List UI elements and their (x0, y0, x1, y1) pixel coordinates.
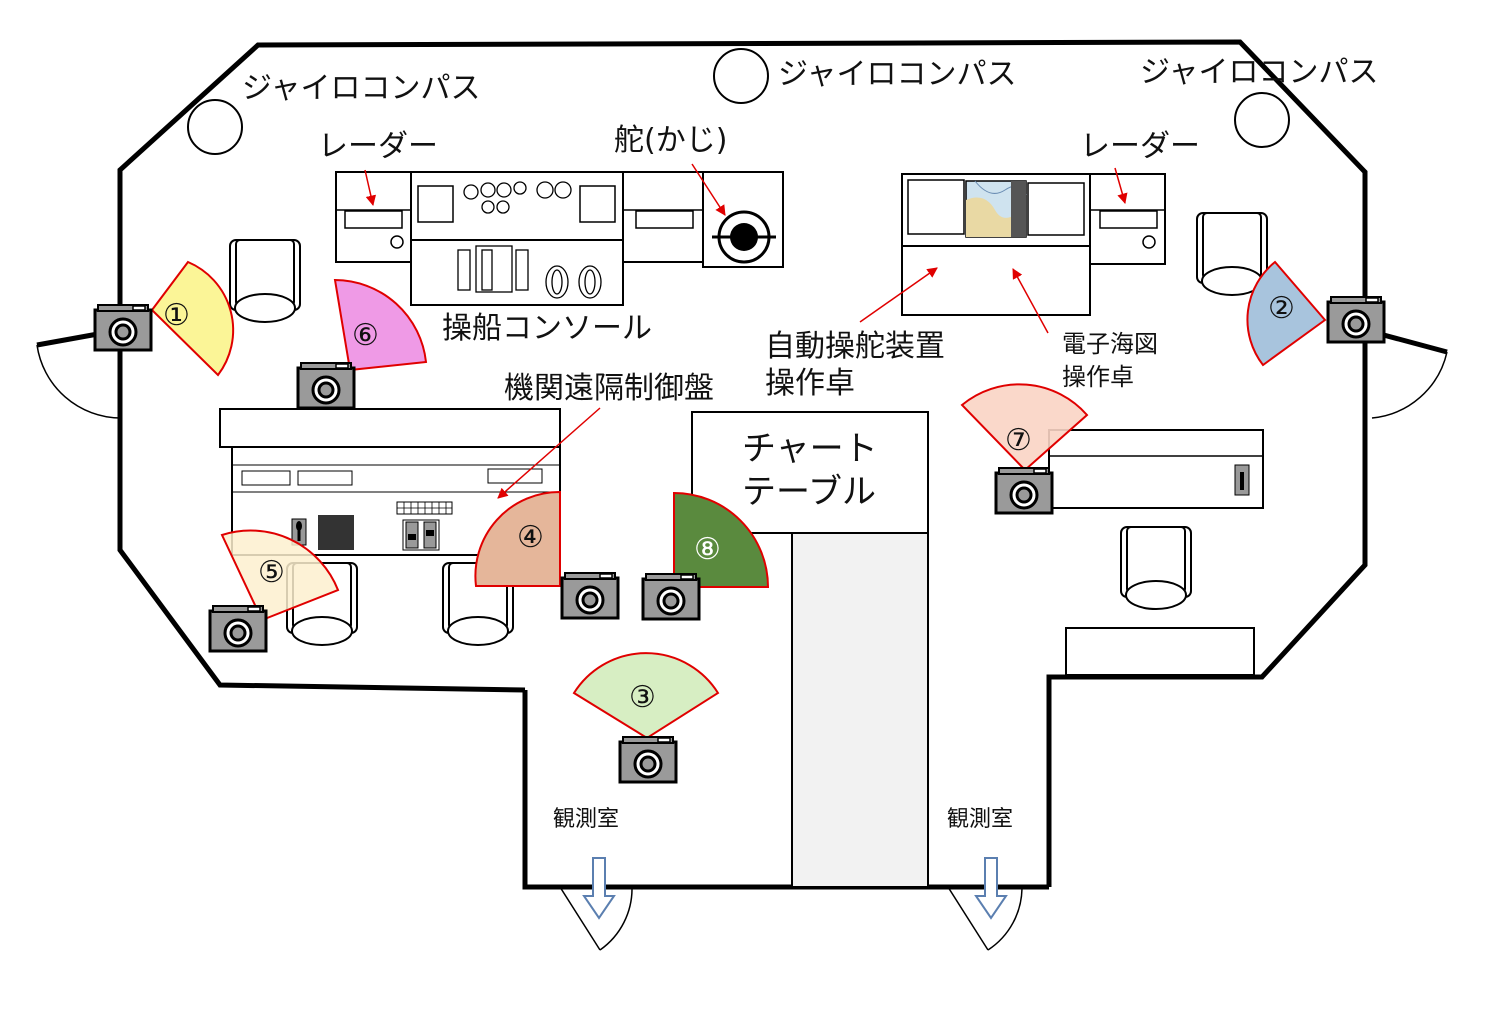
fov-3-sector (572, 652, 720, 740)
fov-5 (220, 529, 340, 622)
label-observation-right: 観測室 (947, 807, 1013, 832)
exit-arrow-left (582, 857, 616, 920)
fov-6-sector (333, 278, 428, 372)
camera-2-number: ② (1268, 291, 1295, 326)
camera-6-icon[interactable] (296, 361, 356, 410)
label-ecdis-line2: 操作卓 (1062, 363, 1134, 391)
camera-5-icon[interactable] (208, 604, 268, 653)
fov-1-sector (150, 260, 235, 377)
label-autopilot-line1: 自動操舵装置 (765, 329, 945, 364)
camera-7-icon[interactable] (994, 466, 1054, 515)
fov-8 (673, 491, 770, 588)
gyro-compass-center (713, 48, 769, 104)
camera-5-number: ⑤ (258, 555, 285, 590)
door-bottom-right[interactable] (947, 886, 1023, 951)
label-gyro-compass-left: ジャイロコンパス (242, 71, 481, 106)
label-engine-panel: 機関遠隔制御盤 (504, 371, 714, 406)
camera-3-number: ③ (629, 680, 656, 715)
fov-1 (150, 260, 235, 377)
label-chart-table-line1: チャート (742, 429, 878, 469)
fov-4-sector (474, 490, 561, 587)
camera-8-number: ⑧ (694, 532, 721, 567)
walls (117, 39, 1368, 890)
camera-4-icon[interactable] (560, 571, 620, 620)
label-autopilot-line2: 操作卓 (765, 366, 855, 401)
corridor (791, 532, 929, 888)
fov-7-sector (960, 383, 1089, 472)
chart-display (965, 180, 1027, 238)
chart-table (691, 411, 929, 534)
label-ecdis-line1: 電子海図 (1062, 330, 1158, 358)
gyro-compass-right (1234, 92, 1290, 148)
camera-8-icon[interactable] (641, 572, 701, 621)
camera-2-icon[interactable] (1326, 295, 1386, 344)
fov-3 (572, 652, 720, 740)
fov-2-sector (1246, 260, 1327, 367)
gyro-compass-left (187, 99, 243, 155)
fov-7 (960, 383, 1089, 472)
chair-3 (1120, 526, 1192, 610)
door-bottom-left[interactable] (559, 886, 633, 951)
fov-2 (1246, 260, 1327, 367)
fov-4 (474, 490, 561, 587)
pointer-arrows (364, 163, 1128, 499)
camera-1-number: ① (163, 298, 190, 333)
camera-7-number: ⑦ (1005, 423, 1032, 458)
label-gyro-compass-right: ジャイロコンパス (1140, 55, 1379, 90)
camera-6-number: ⑥ (352, 318, 379, 353)
label-rudder: 舵(かじ) (614, 123, 727, 158)
fov-8-sector (673, 491, 770, 588)
chair-1 (229, 239, 301, 323)
label-observation-left: 観測室 (553, 807, 619, 832)
label-radar-left: レーダー (318, 129, 438, 164)
steering-console (335, 171, 784, 306)
fov-6 (333, 278, 428, 372)
ecdis-console (901, 173, 1166, 316)
camera-3-icon[interactable] (618, 735, 678, 784)
right-desk (1048, 429, 1264, 509)
label-chart-table-line2: テーブル (742, 472, 876, 512)
outer-wall (117, 39, 1368, 887)
label-gyro-compass-center: ジャイロコンパス (778, 57, 1017, 92)
camera-4-number: ④ (517, 520, 544, 555)
exit-arrow-right (974, 857, 1008, 920)
label-radar-right: レーダー (1080, 129, 1200, 164)
label-steering-console: 操船コンソール (442, 311, 652, 346)
camera-1-icon[interactable] (93, 303, 153, 352)
cabinet-bottom-right (1065, 627, 1255, 676)
fov-5-sector (220, 529, 340, 622)
